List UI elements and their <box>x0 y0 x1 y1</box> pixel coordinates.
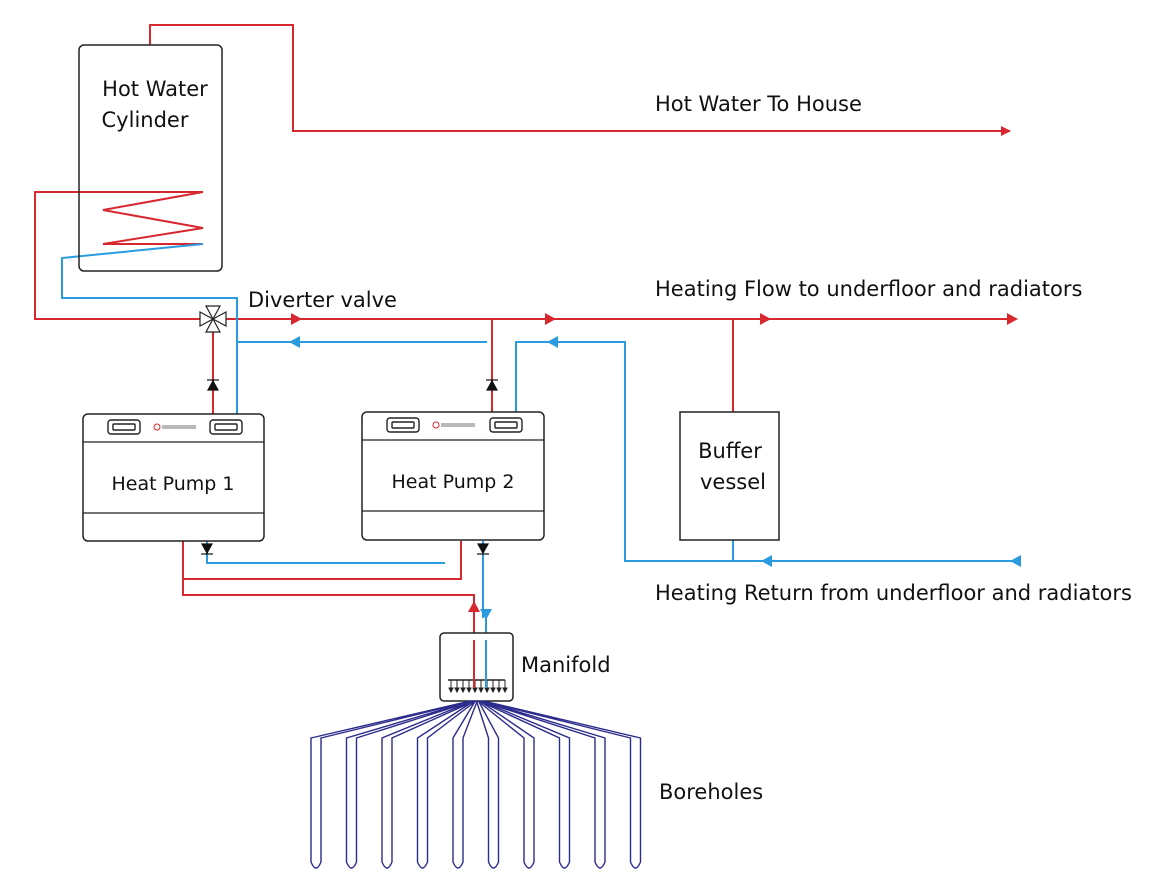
buffer-vessel: Buffer vessel <box>679 411 780 541</box>
diverter-valve-label: Diverter valve <box>248 288 397 312</box>
borehole-loop <box>381 700 475 869</box>
coil-feed-pipe <box>34 191 203 320</box>
flow-arrows <box>291 313 1018 612</box>
heat-pump-2-label: Heat Pump 2 <box>392 471 515 493</box>
display-panel-icon <box>386 417 523 433</box>
manifold-label: Manifold <box>521 653 611 677</box>
check-valve-icons <box>200 379 499 555</box>
hp1-ground-flow <box>206 541 445 564</box>
hp2-return-pipe <box>515 341 1018 562</box>
boreholes-label: Boreholes <box>659 780 763 804</box>
borehole-loop <box>416 700 477 869</box>
borehole-loop <box>345 700 474 869</box>
heat-pump-1: Heat Pump 1 <box>82 413 265 542</box>
borehole-loop <box>452 700 478 869</box>
manifold-port-valve-icon <box>502 687 508 694</box>
brand-logo-text-icon <box>162 425 196 429</box>
flow-pipes <box>34 24 1015 640</box>
hot-water-to-house-label: Hot Water To House <box>655 92 862 116</box>
heating-return-label: Heating Return from underfloor and radia… <box>655 581 1132 605</box>
manifold-port-valve-icon <box>466 687 472 694</box>
ground-return-hp2 <box>183 541 462 580</box>
manifold <box>439 632 514 702</box>
cylinder-label-line1: Hot Water <box>102 77 208 101</box>
manifold-port-valve-icon <box>454 687 460 694</box>
borehole-loop <box>480 700 606 869</box>
ground-return-hp1 <box>182 541 475 640</box>
return-arrows <box>289 336 1021 620</box>
cylinder-coil <box>102 191 204 245</box>
heat-pump-1-label: Heat Pump 1 <box>112 473 235 495</box>
hot-water-pipe <box>149 24 1011 136</box>
borehole-loop <box>310 700 473 869</box>
boreholes <box>310 700 642 869</box>
diverter-valve-icon <box>199 305 227 333</box>
borehole-loop <box>478 700 571 869</box>
manifold-port-valve-icon <box>460 687 466 694</box>
buffer-label-line2: vessel <box>700 470 766 494</box>
heating-flow-label: Heating Flow to underfloor and radiators <box>655 277 1082 301</box>
manifold-port-valve-icon <box>478 687 484 694</box>
borehole-loop <box>475 700 500 869</box>
manifold-port-valve-icon <box>496 687 502 694</box>
heat-pump-2: Heat Pump 2 <box>361 411 545 541</box>
brand-logo-text-icon <box>441 423 475 427</box>
hot-water-cylinder: Hot Water Cylinder <box>78 44 223 272</box>
buffer-label-line1: Buffer <box>698 439 762 463</box>
manifold-ports <box>448 680 508 694</box>
brand-logo-icon <box>432 421 440 429</box>
borehole-loop <box>477 700 535 869</box>
borehole-loop <box>481 700 642 869</box>
manifold-port-valve-icon <box>490 687 496 694</box>
cylinder-label-line2: Cylinder <box>102 108 189 132</box>
manifold-port-valve-icon <box>448 687 454 694</box>
coil-return-pipe <box>61 243 238 414</box>
brand-logo-icon <box>153 423 161 431</box>
display-panel-icon <box>107 419 243 435</box>
